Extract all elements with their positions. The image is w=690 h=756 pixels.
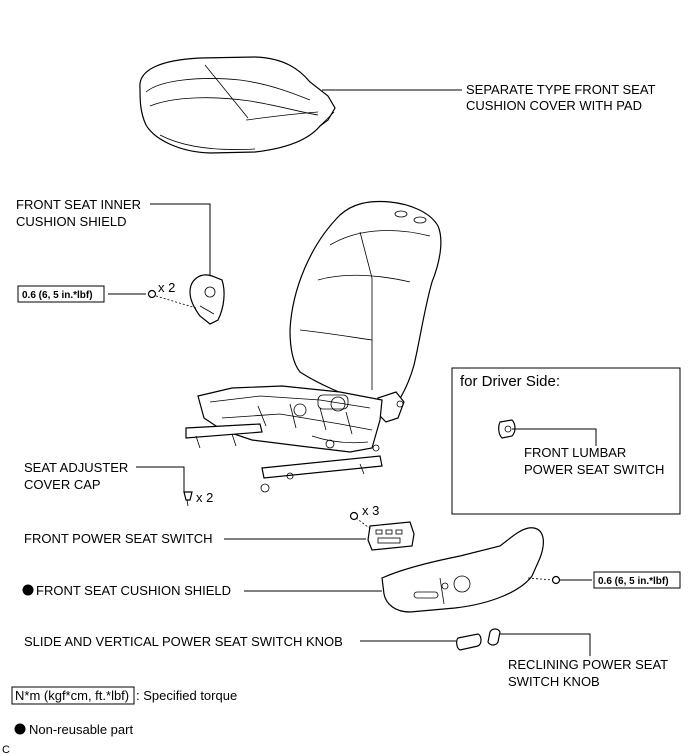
seat-frame-illustration bbox=[185, 200, 442, 493]
torque-value-left: 0.6 (6, 5 in.*lbf) bbox=[22, 290, 93, 301]
lumbar-label-line2: POWER SEAT SWITCH bbox=[524, 462, 664, 477]
reclining-knob-illustration bbox=[487, 628, 501, 646]
legend-nonreusable: Non-reusable part bbox=[14, 722, 133, 737]
torque-box-left: 0.6 (6, 5 in.*lbf) bbox=[17, 285, 105, 303]
slide-knob-illustration bbox=[456, 633, 482, 651]
driver-side-title: for Driver Side: bbox=[460, 373, 560, 390]
cushion-shield-label: FRONT SEAT CUSHION SHIELD bbox=[36, 583, 231, 598]
torque-box-right: 0.6 (6, 5 in.*lbf) bbox=[593, 571, 681, 589]
corner-code: C bbox=[2, 744, 10, 756]
screw-icon bbox=[147, 289, 157, 299]
adjuster-cap-label-line2: COVER CAP bbox=[24, 477, 101, 492]
nonreusable-bullet-icon bbox=[22, 584, 34, 596]
legend-torque-box-text: N*m (kgf*cm, ft.*lbf) bbox=[15, 688, 129, 703]
slide-knob-label: SLIDE AND VERTICAL POWER SEAT SWITCH KNO… bbox=[24, 634, 343, 649]
screw-icon bbox=[349, 511, 359, 521]
seat-cushion-cover-illustration bbox=[139, 56, 336, 154]
legend-bullet-icon bbox=[14, 723, 26, 735]
leader-lines bbox=[108, 89, 597, 656]
cushion-cover-label-line1: SEPARATE TYPE FRONT SEAT bbox=[466, 82, 656, 97]
cushion-cover-label-line2: CUSHION COVER WITH PAD bbox=[466, 98, 642, 113]
cushion-shield-illustration bbox=[381, 527, 561, 613]
inner-shield-label-line2: CUSHION SHIELD bbox=[16, 214, 127, 229]
power-switch-qty: x 3 bbox=[362, 503, 379, 518]
screw-icon bbox=[551, 575, 561, 585]
adjuster-cover-cap-illustration bbox=[183, 491, 193, 507]
lumbar-switch-illustration bbox=[498, 419, 516, 439]
legend-torque: N*m (kgf*cm, ft.*lbf) : Specified torque bbox=[11, 686, 237, 705]
adjuster-cap-label-line1: SEAT ADJUSTER bbox=[24, 460, 128, 475]
legend-nonreusable-text: Non-reusable part bbox=[29, 722, 133, 737]
reclining-knob-label-line2: SWITCH KNOB bbox=[508, 674, 600, 689]
inner-shield-label-line1: FRONT SEAT INNER bbox=[16, 197, 141, 212]
power-seat-switch-illustration bbox=[349, 511, 415, 551]
torque-value-right: 0.6 (6, 5 in.*lbf) bbox=[598, 576, 669, 587]
inner-cushion-shield-illustration bbox=[147, 274, 225, 325]
driver-side-box bbox=[451, 367, 681, 515]
legend-torque-text: : Specified torque bbox=[136, 688, 237, 703]
reclining-knob-label-line1: RECLINING POWER SEAT bbox=[508, 657, 668, 672]
lumbar-label-line1: FRONT LUMBAR bbox=[524, 445, 626, 460]
inner-shield-qty: x 2 bbox=[158, 280, 175, 295]
power-switch-label: FRONT POWER SEAT SWITCH bbox=[24, 531, 213, 546]
adjuster-cap-qty: x 2 bbox=[196, 490, 213, 505]
